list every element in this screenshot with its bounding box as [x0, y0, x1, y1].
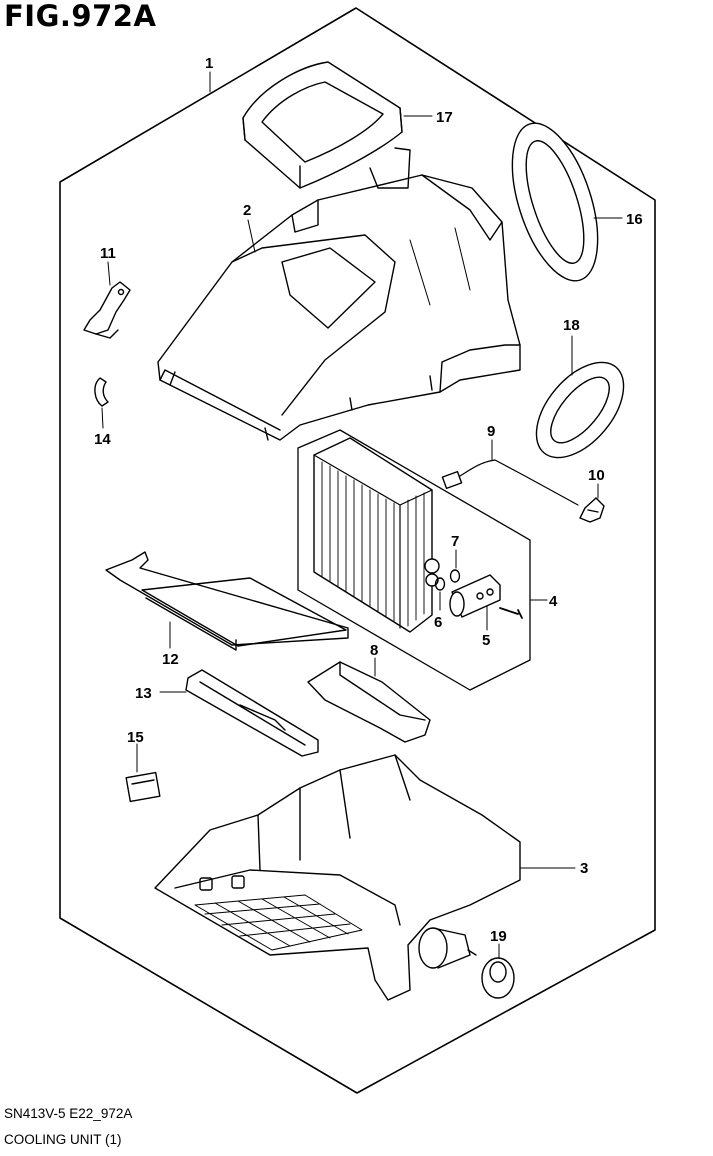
- o-ring-part-7: [449, 569, 461, 583]
- callout-5: 5: [482, 632, 490, 649]
- clip-part-14: [94, 377, 109, 407]
- callout-15: 15: [127, 729, 144, 746]
- evaporator-subassembly-boundary: [297, 429, 531, 691]
- callout-19: 19: [490, 928, 507, 945]
- lower-case-part-3: [154, 754, 521, 1001]
- clip-part-10: [579, 497, 605, 523]
- upper-case-part-2: [157, 147, 521, 441]
- filter-holder-part-13: [185, 669, 319, 757]
- clip-part-15: [125, 771, 161, 803]
- callout-11: 11: [100, 245, 116, 262]
- callout-16: 16: [626, 211, 643, 228]
- callout-3: 3: [580, 860, 588, 877]
- callout-18: 18: [563, 317, 580, 334]
- filter-part-12: [105, 551, 349, 651]
- leader-lines: [101, 71, 623, 959]
- callout-10: 10: [588, 467, 605, 484]
- figure-caption: COOLING UNIT (1): [4, 1132, 122, 1147]
- expansion-valve-part-5: [449, 574, 523, 619]
- seal-ring-part-17: [242, 61, 403, 189]
- grommet-part-19: [481, 957, 515, 999]
- callout-12: 12: [162, 651, 179, 668]
- evaporator-core: [313, 437, 440, 633]
- figure-title: FIG.972A: [4, 0, 157, 33]
- callout-2: 2: [243, 202, 251, 219]
- callout-6: 6: [434, 614, 442, 631]
- seal-ring-part-16: [511, 122, 599, 282]
- assembly-boundary: [59, 7, 656, 1094]
- exploded-parts-diagram: 1 2 3 4 5 6 7 8 9 10 11 12 13 14 15 16 1…: [59, 7, 656, 1094]
- callout-4: 4: [549, 593, 558, 610]
- callout-8: 8: [370, 642, 378, 659]
- duct-part-8: [307, 661, 431, 743]
- callout-17: 17: [436, 109, 453, 126]
- callouts: 1 2 3 4 5 6 7 8 9 10 11 12 13 14 15 16 1…: [94, 55, 643, 945]
- callout-9: 9: [487, 423, 495, 440]
- seal-ring-part-18: [535, 361, 625, 459]
- callout-13: 13: [135, 685, 152, 702]
- callout-1: 1: [205, 55, 213, 72]
- figure-code: SN413V-5 E22_972A: [4, 1106, 133, 1121]
- callout-7: 7: [451, 533, 459, 550]
- thermistor-part-9: [441, 459, 579, 506]
- o-ring-part-6: [434, 577, 446, 591]
- bracket-part-11: [83, 281, 131, 339]
- callout-14: 14: [94, 431, 111, 448]
